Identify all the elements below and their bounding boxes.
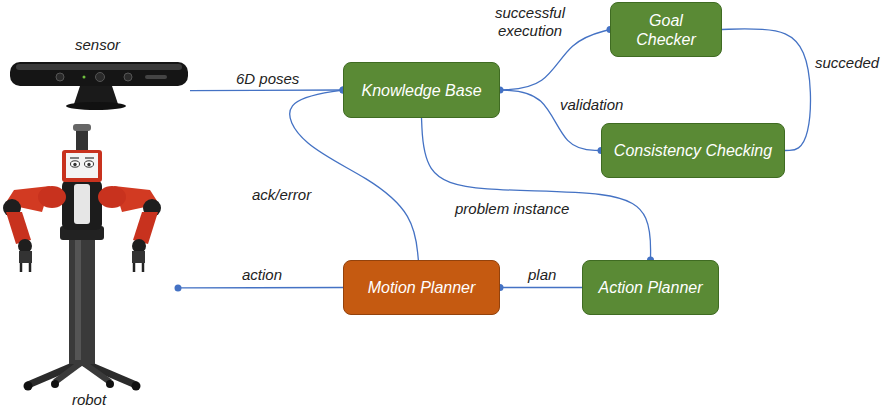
sensor-led xyxy=(83,76,86,79)
process-box: Action Planner xyxy=(582,260,719,315)
sensor-lens xyxy=(56,73,64,81)
robot-finger xyxy=(133,263,136,272)
robot-torso-panel xyxy=(74,184,90,224)
robot-arm xyxy=(98,186,161,272)
sensor-lens xyxy=(124,73,132,81)
process-box: Motion Planner xyxy=(343,260,500,315)
robot-forearm xyxy=(6,212,31,244)
sensor-logo-mark xyxy=(145,75,167,79)
robot-column xyxy=(69,236,95,364)
robot-wheel xyxy=(51,380,59,388)
robot-wheel xyxy=(24,382,33,391)
robot-shoulder xyxy=(38,186,66,208)
connector-line xyxy=(190,89,343,91)
robot-eyebrow xyxy=(70,157,79,158)
connector-label: ack/error xyxy=(250,186,313,204)
process-box: Consistency Checking xyxy=(601,123,785,178)
box-label: Knowledge Base xyxy=(361,81,481,100)
box-label: Goal Checker xyxy=(628,11,704,49)
picture-caption: sensor xyxy=(75,36,120,53)
process-box: Knowledge Base xyxy=(343,62,500,118)
robot-leg xyxy=(82,362,110,382)
connector-label: succeded xyxy=(813,54,881,72)
connector-line xyxy=(500,90,601,151)
robot-column-shade xyxy=(75,240,81,360)
robot-wrist xyxy=(132,239,146,253)
robot-gripper xyxy=(19,251,32,263)
connector-label: problem instance xyxy=(453,200,571,218)
robot-eye xyxy=(85,161,94,167)
robot-forearm xyxy=(133,212,158,244)
box-label: Motion Planner xyxy=(368,278,476,297)
sensor-highlight xyxy=(16,64,182,70)
robot-head-frame xyxy=(62,150,102,182)
connector-label: successful execution xyxy=(486,4,574,40)
robot-pupil xyxy=(73,163,76,166)
robot-leg xyxy=(55,362,82,382)
robot-wheel xyxy=(106,380,114,388)
robot-arm xyxy=(3,186,66,272)
connector-line xyxy=(178,287,343,289)
sensor-lens xyxy=(96,73,105,82)
connector-line xyxy=(500,30,610,91)
connector-label: validation xyxy=(558,96,625,114)
picture-caption: robot xyxy=(72,391,106,408)
box-label: Action Planner xyxy=(598,278,702,297)
robot-finger xyxy=(29,263,32,272)
sensor-stand xyxy=(74,86,118,104)
connector-label: plan xyxy=(526,266,558,284)
box-label: Consistency Checking xyxy=(614,141,772,160)
kinect-sensor-picture xyxy=(10,62,188,110)
robot-torso xyxy=(62,180,102,230)
process-box: Goal Checker xyxy=(610,2,722,57)
robot-gripper xyxy=(132,251,145,263)
robot-finger xyxy=(142,263,145,272)
robot-shoulder xyxy=(98,186,126,208)
sensor-picture-node: sensor xyxy=(5,36,190,112)
robot-eyebrow xyxy=(85,157,94,158)
robot-eye xyxy=(71,161,80,167)
connector-label: action xyxy=(240,266,284,284)
sensor-foot xyxy=(66,102,126,110)
connector-dot xyxy=(175,284,182,291)
robot-head-cap xyxy=(73,124,91,131)
robot-wheel xyxy=(132,382,141,391)
sensor-body xyxy=(10,62,188,86)
robot-neck xyxy=(76,130,88,152)
robot-finger xyxy=(20,263,23,272)
robot-pupil xyxy=(87,163,90,166)
robot-face-screen xyxy=(66,153,98,178)
baxter-robot-picture xyxy=(3,124,161,391)
connector-line xyxy=(500,287,582,288)
connector-label: 6D poses xyxy=(234,70,301,88)
robot-picture-node: robot xyxy=(0,118,178,408)
robot-wrist xyxy=(18,239,32,253)
